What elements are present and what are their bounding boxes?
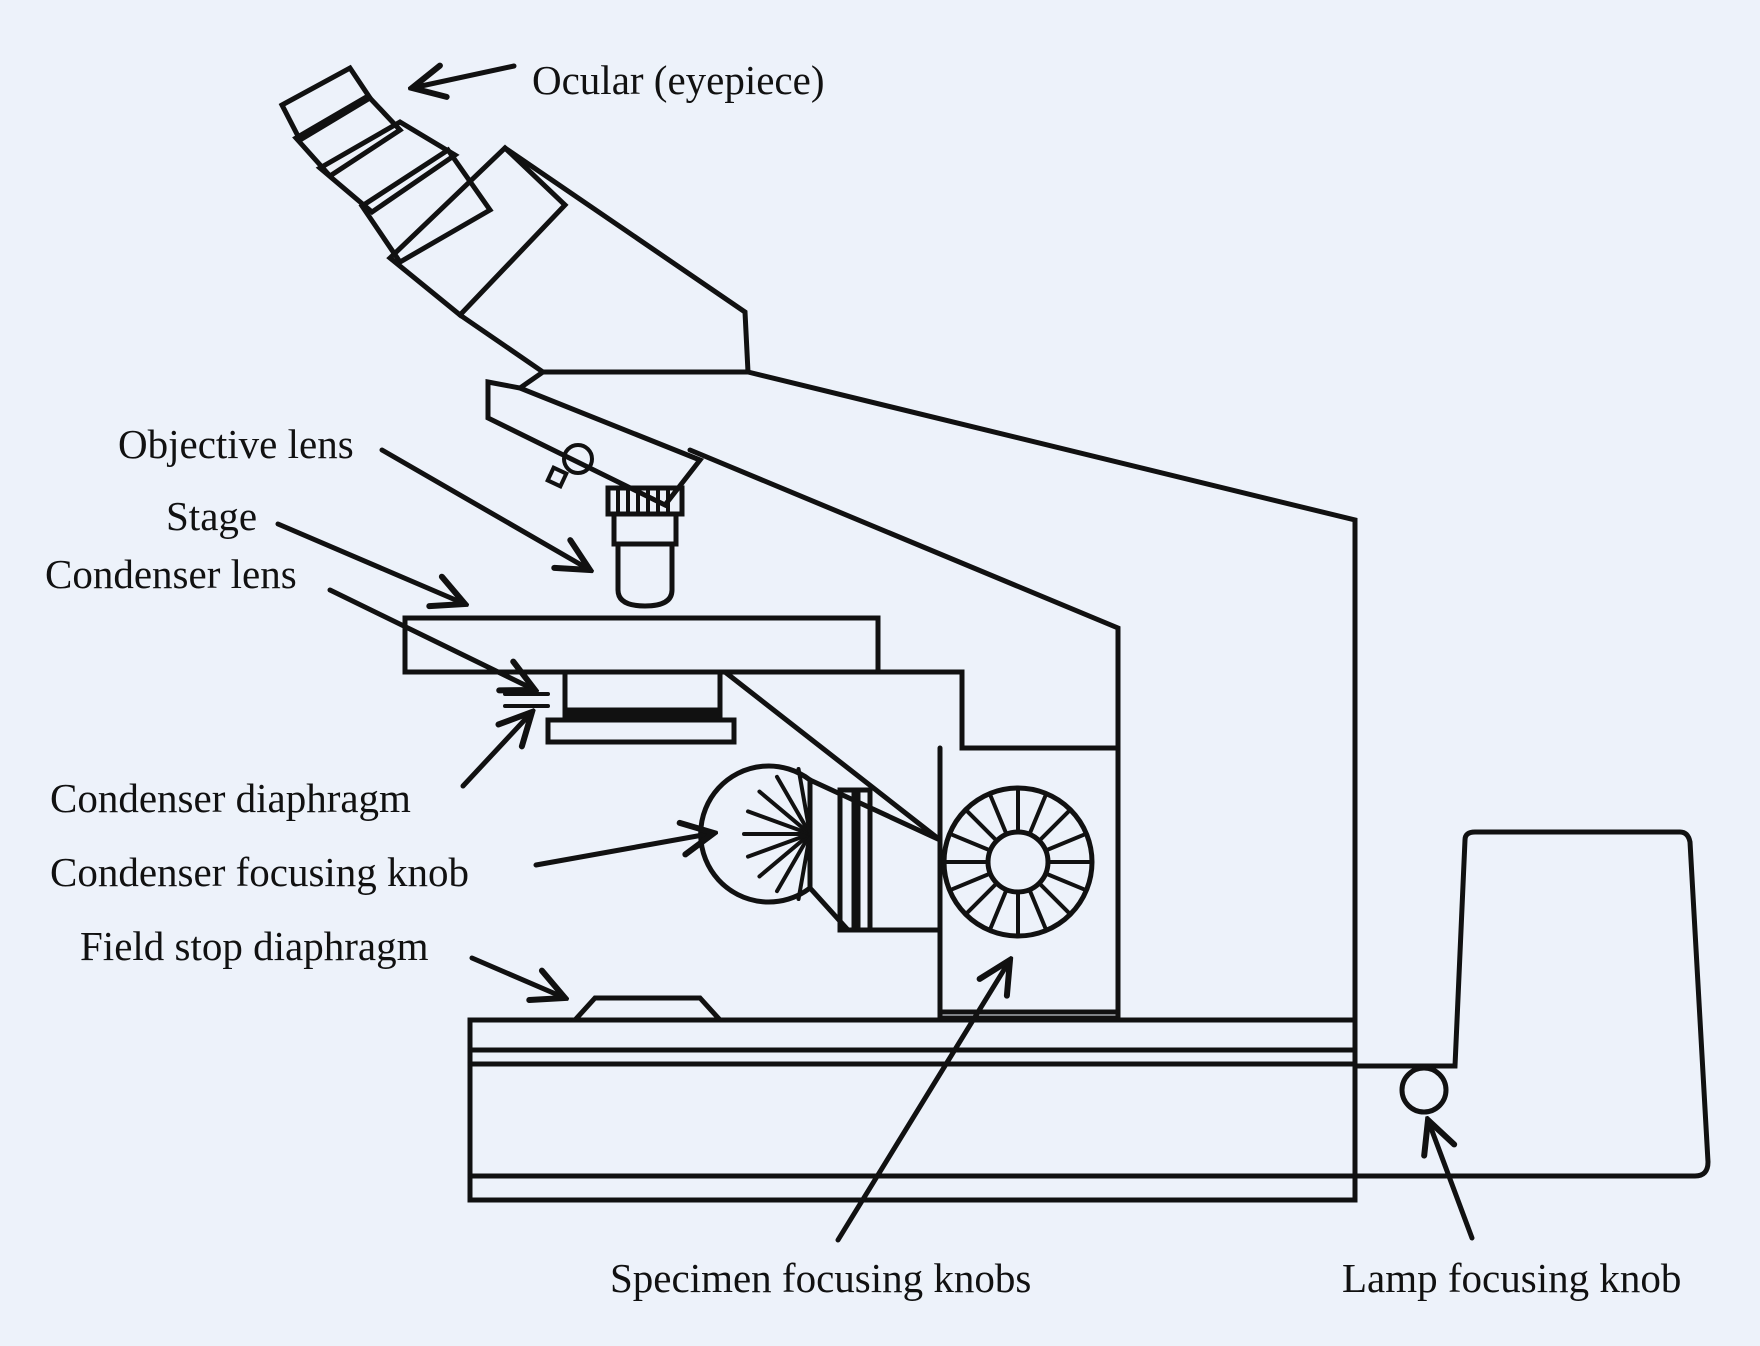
label-condenser-focusing-knob: Condenser focusing knob <box>50 849 469 895</box>
microscope-drawing <box>278 64 1711 1203</box>
specimen-knob-spoke <box>963 807 999 843</box>
specimen-knob-spoke <box>1043 871 1089 893</box>
specimen-focusing-knob-drawing <box>941 785 1095 939</box>
condenser-knob-spoke <box>796 767 812 833</box>
condenser-knob-spoke <box>757 834 809 879</box>
nosepiece <box>485 378 705 509</box>
arm <box>687 369 1358 1203</box>
arrow-lamp-focusing-knob <box>1428 1120 1475 1241</box>
specimen-knob-spoke <box>987 887 1009 933</box>
arrow-objective-lens <box>379 447 590 570</box>
label-objective-lens: Objective lens <box>118 421 354 467</box>
condenser-focusing-knob-drawing <box>698 763 813 905</box>
specimen-knob-spoke <box>987 791 1009 837</box>
labels: Ocular (eyepiece) Objective lens Stage C… <box>45 57 1681 1301</box>
label-lamp-focusing-knob: Lamp focusing knob <box>1342 1255 1681 1301</box>
stage <box>402 615 1121 843</box>
condenser-bracket <box>807 776 943 933</box>
arrow-condenser-focusing-knob <box>533 833 714 868</box>
condenser-knob-spoke <box>775 835 810 894</box>
specimen-knob-spoke <box>947 871 993 893</box>
label-condenser-diaphragm: Condenser diaphragm <box>50 775 411 821</box>
label-ocular: Ocular (eyepiece) <box>532 57 825 103</box>
eyepiece <box>278 64 569 319</box>
arrow-condenser-lens <box>327 587 535 690</box>
label-specimen-focusing-knobs: Specimen focusing knobs <box>610 1255 1031 1301</box>
specimen-knob-spoke <box>1027 887 1049 933</box>
label-field-stop-diaphragm: Field stop diaphragm <box>80 923 429 969</box>
condenser-knob-spoke <box>745 833 809 859</box>
arrow-ocular <box>412 66 517 88</box>
base <box>467 995 1358 1203</box>
condenser <box>503 669 737 745</box>
condenser-knob-spoke <box>745 809 809 835</box>
specimen-knob-spoke <box>1043 831 1089 853</box>
specimen-knob-spoke <box>1037 807 1073 843</box>
specimen-knob-spoke <box>947 831 993 853</box>
specimen-knob-spoke <box>1037 881 1073 917</box>
arrow-condenser-diaphragm <box>460 712 532 789</box>
objective <box>605 485 685 609</box>
label-condenser-lens: Condenser lens <box>45 551 297 597</box>
label-stage: Stage <box>166 493 257 539</box>
leader-arrows <box>275 66 1475 1243</box>
specimen-knob-spoke <box>963 881 999 917</box>
arrow-field-stop-diaphragm <box>469 955 565 998</box>
objective-knurl <box>616 488 670 514</box>
arrow-stage <box>275 521 465 604</box>
lamp-housing <box>1352 829 1711 1179</box>
condenser-knob-spoke <box>775 774 810 833</box>
condenser-knob-spoke <box>757 789 809 834</box>
condenser-knob-spoke <box>796 835 812 901</box>
specimen-knob-spoke <box>1027 791 1049 837</box>
arrow-specimen-focusing-knobs <box>835 960 1010 1243</box>
